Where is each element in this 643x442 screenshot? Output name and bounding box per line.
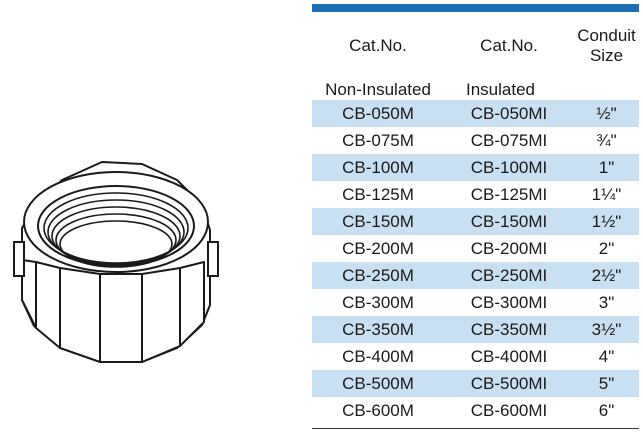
table-row: CB-400M CB-400MI 4" (312, 343, 639, 370)
cell-non-insulated: CB-500M (342, 373, 414, 393)
cell-insulated: CB-125MI (470, 184, 548, 204)
cell-conduit-size: 1¼" (591, 184, 622, 204)
table-row: CB-150M CB-150MI 1½" (312, 208, 639, 235)
table-row: CB-300M CB-300MI 3" (312, 289, 639, 316)
cell-non-insulated: CB-050M (342, 103, 414, 123)
cell-conduit-size: 3½" (591, 319, 622, 339)
table-row: CB-125M CB-125MI 1¼" (312, 181, 639, 208)
table-subheader-row: Non-Insulated Insulated (312, 74, 639, 100)
cell-non-insulated: CB-075M (342, 130, 414, 150)
header-cat-no-insulated: Cat.No. (480, 36, 538, 55)
cell-non-insulated: CB-250M (342, 265, 414, 285)
cell-insulated: CB-150MI (470, 211, 548, 231)
cell-conduit-size: 5" (598, 373, 615, 393)
header-conduit-size: Conduit Size (574, 26, 639, 66)
cell-conduit-size: 6" (598, 400, 615, 420)
cell-insulated: CB-350MI (470, 319, 548, 339)
header-size: Size (589, 46, 624, 65)
cell-non-insulated: CB-150M (342, 211, 414, 231)
table-body: CB-050M CB-050MI ½" CB-075M CB-075MI ¾" CB-100… (312, 100, 639, 424)
subheader-insulated: Insulated (466, 80, 535, 99)
cell-conduit-size: 1" (598, 157, 615, 177)
table-row: CB-350M CB-350MI 3½" (312, 316, 639, 343)
cell-conduit-size: 2½" (591, 265, 622, 285)
table-row: CB-250M CB-250MI 2½" (312, 262, 639, 289)
cell-non-insulated: CB-400M (342, 346, 414, 366)
cell-conduit-size: 3" (598, 292, 615, 312)
cell-insulated: CB-500MI (470, 373, 548, 393)
cell-insulated: CB-600MI (470, 400, 548, 420)
cell-insulated: CB-075MI (470, 130, 548, 150)
table-row: CB-075M CB-075MI ¾" (312, 127, 639, 154)
cell-insulated: CB-050MI (470, 103, 548, 123)
bushing-illustration (12, 150, 222, 370)
cell-non-insulated: CB-200M (342, 238, 414, 258)
table-top-rule (312, 4, 639, 12)
table-row: CB-050M CB-050MI ½" (312, 100, 639, 127)
subheader-non-insulated: Non-Insulated (325, 80, 431, 99)
cell-non-insulated: CB-125M (342, 184, 414, 204)
cell-conduit-size: ½" (596, 103, 617, 123)
table-header-row: Cat.No. Cat.No. Conduit Size (312, 18, 639, 74)
table-row: CB-100M CB-100MI 1" (312, 154, 639, 181)
header-conduit: Conduit (577, 26, 636, 45)
table-row: CB-500M CB-500MI 5" (312, 370, 639, 397)
spec-table: Cat.No. Cat.No. Conduit Size Non-Insulat… (312, 4, 639, 429)
cell-insulated: CB-100MI (470, 157, 548, 177)
cell-conduit-size: 2" (598, 238, 615, 258)
cell-non-insulated: CB-600M (342, 400, 414, 420)
table-row: CB-600M CB-600MI 6" (312, 397, 639, 424)
cell-insulated: CB-400MI (470, 346, 548, 366)
header-cat-no-non-insulated: Cat.No. (349, 36, 407, 55)
cell-insulated: CB-250MI (470, 265, 548, 285)
table-row: CB-200M CB-200MI 2" (312, 235, 639, 262)
cell-non-insulated: CB-100M (342, 157, 414, 177)
cell-conduit-size: 4" (598, 346, 615, 366)
cell-conduit-size: 1½" (591, 211, 622, 231)
cell-insulated: CB-300MI (470, 292, 548, 312)
bushing-drawing (13, 161, 219, 363)
cell-insulated: CB-200MI (470, 238, 548, 258)
table-bottom-rule (312, 428, 639, 429)
cell-non-insulated: CB-300M (342, 292, 414, 312)
cell-conduit-size: ¾" (596, 130, 617, 150)
cell-non-insulated: CB-350M (342, 319, 414, 339)
